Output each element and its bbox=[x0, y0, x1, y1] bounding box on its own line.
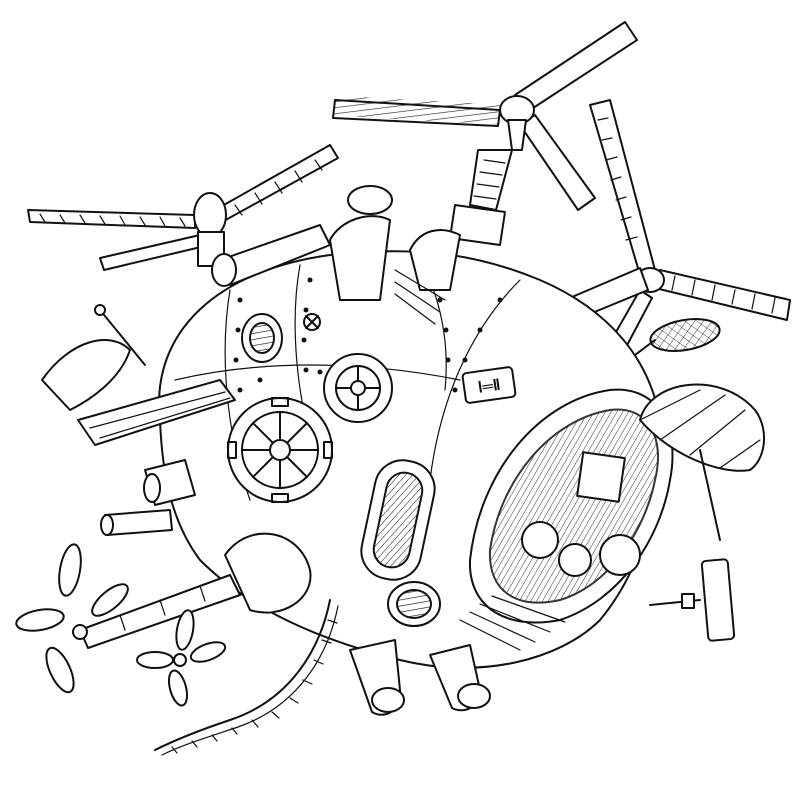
flag bbox=[41, 304, 146, 411]
hull-plate: Ⅰ═Ⅱ bbox=[461, 366, 517, 404]
wing bbox=[77, 379, 236, 446]
umbrella bbox=[639, 383, 766, 541]
landing-boots bbox=[349, 639, 491, 716]
top-pipes bbox=[211, 185, 461, 325]
propeller-front bbox=[15, 543, 129, 694]
side-cannons bbox=[100, 459, 196, 536]
rope-ladder bbox=[154, 599, 339, 756]
front-propeller-arm bbox=[79, 532, 312, 649]
plate-label: Ⅰ═Ⅱ bbox=[477, 377, 502, 397]
capsule-window bbox=[360, 459, 436, 581]
bolt-cross bbox=[303, 313, 321, 331]
gear-small bbox=[323, 353, 393, 423]
telescope bbox=[649, 558, 736, 642]
hull-fins bbox=[459, 595, 566, 651]
rotor-center bbox=[332, 21, 638, 246]
cabin-opening bbox=[468, 388, 674, 624]
porthole-lower bbox=[387, 581, 441, 627]
propeller-lower bbox=[136, 609, 227, 707]
gear-large bbox=[227, 397, 333, 503]
porthole-upper bbox=[241, 313, 283, 363]
rotor-left bbox=[27, 144, 339, 271]
